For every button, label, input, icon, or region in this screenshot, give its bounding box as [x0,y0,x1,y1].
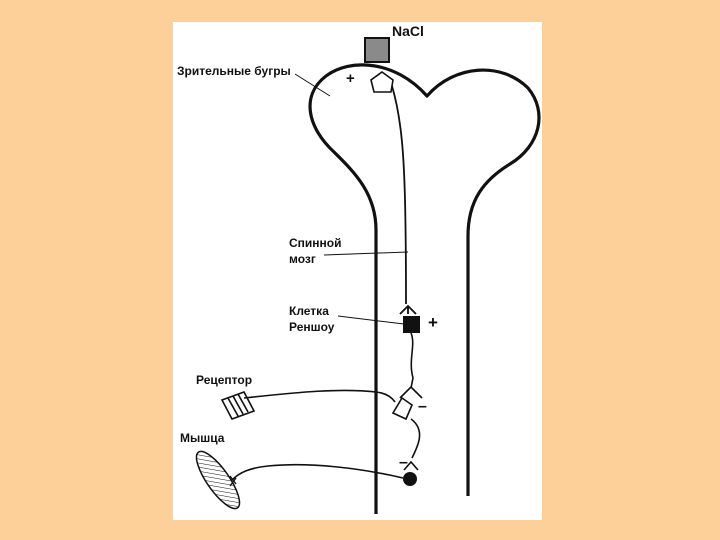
motoneuron-synapse [403,460,419,471]
motor-axon [231,463,404,481]
interneuron-axon [410,418,421,459]
motoneuron [403,472,417,486]
renshaw-axon [410,332,414,389]
nacl-label: NaCl [392,23,424,39]
brain-spinal-cord-outline [308,63,541,514]
thalamus-leader [294,73,331,97]
thalamus-label: Зрительные бугры [177,64,291,78]
motoneuron-minus-sign: – [399,454,408,471]
thalamus-plus-sign: + [346,70,355,87]
receptor-label: Рецептор [196,373,253,387]
spinal-cord-leader [323,251,409,256]
muscle-label: Мышца [180,431,225,445]
spinal-cord-label-2: мозг [289,252,316,266]
nacl-box [364,37,390,63]
renshaw-cell [403,316,420,333]
renshaw-synapse [399,304,417,315]
muscle-icon [195,450,241,510]
receptor-icon [220,391,256,420]
afferent-fiber [243,389,396,403]
thalamus-neuron [370,71,394,93]
interneuron [391,396,413,421]
descending-axon [391,85,407,305]
interneuron-synapse [399,385,423,399]
renshaw-leader [337,315,405,325]
spinal-cord-label-1: Спинной [289,236,342,250]
interneuron-minus-sign: – [418,398,427,415]
renshaw-label-2: Реншоу [289,320,335,334]
renshaw-label-1: Клетка [289,304,329,318]
renshaw-plus-sign: + [428,313,438,332]
diagram-panel [173,22,542,520]
